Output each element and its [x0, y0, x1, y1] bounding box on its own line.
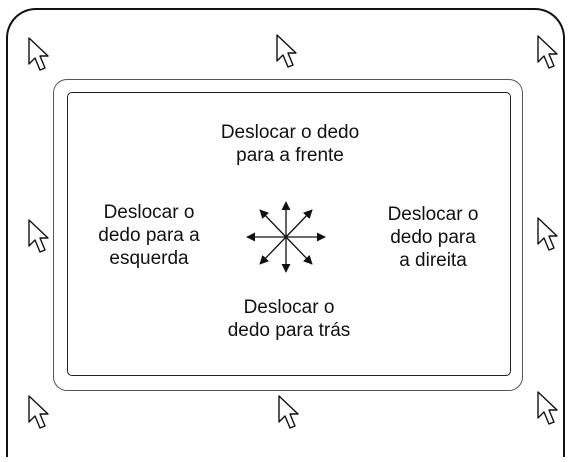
- touchpad-surface: [67, 92, 511, 376]
- mouse-pointer-icon-middle-right: [537, 217, 558, 251]
- eight-direction-arrows-icon: [246, 201, 326, 273]
- forward-label: Deslocar o dedo para a frente: [220, 122, 360, 166]
- mouse-pointer-icon-bottom-center: [278, 395, 299, 429]
- mouse-pointer-icon-bottom-left: [28, 395, 49, 429]
- mouse-pointer-icon-bottom-right: [537, 391, 558, 425]
- mouse-pointer-icon-top-left: [28, 37, 49, 71]
- touchpad-frame: [6, 8, 565, 457]
- right-label: Deslocar o dedo para a direita: [387, 204, 479, 271]
- left-label: Deslocar o dedo para a esquerda: [98, 202, 200, 269]
- back-label: Deslocar o dedo para trás: [227, 297, 351, 341]
- touchpad-outer-border: [53, 79, 523, 391]
- mouse-pointer-icon-top-center: [276, 34, 297, 68]
- mouse-pointer-icon-middle-left: [28, 219, 49, 253]
- mouse-pointer-icon-top-right: [537, 35, 558, 69]
